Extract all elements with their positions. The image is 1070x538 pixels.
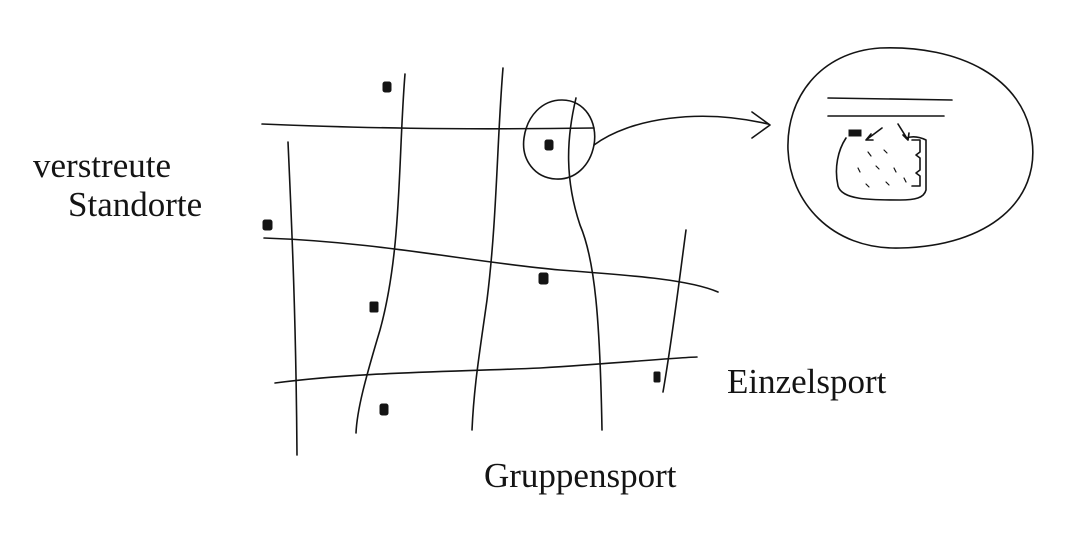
detail-road-line-1 bbox=[827, 97, 953, 101]
site-marker-1 bbox=[382, 81, 392, 93]
horizontal-path-1 bbox=[261, 123, 595, 130]
zoom-arrowhead bbox=[751, 111, 771, 139]
scattered-sites-label-line1: verstreute bbox=[33, 146, 171, 185]
zoom-arrow bbox=[593, 115, 769, 146]
detail-bubble bbox=[787, 47, 1034, 249]
detail-dashes bbox=[857, 149, 907, 188]
detail-arrow-right bbox=[897, 123, 910, 141]
scattered-sites-label-line2: Standorte bbox=[68, 185, 203, 225]
site-marker-7 bbox=[379, 403, 389, 416]
site-marker-3 bbox=[262, 219, 273, 231]
individual-sport-label: Einzelsport bbox=[727, 362, 887, 401]
group-sport-label: Gruppensport bbox=[484, 456, 677, 495]
detail-site-outline bbox=[835, 135, 927, 201]
vertical-path-5 bbox=[662, 229, 687, 393]
detail-arrow-left bbox=[865, 127, 883, 141]
vertical-path-3 bbox=[471, 67, 504, 431]
horizontal-path-3 bbox=[274, 356, 698, 384]
vertical-path-2 bbox=[355, 73, 406, 434]
site-marker-2 bbox=[544, 139, 554, 151]
vertical-path-4 bbox=[567, 97, 603, 431]
horizontal-path-2 bbox=[263, 237, 719, 293]
scattered-sites-label: verstreute Standorte bbox=[32, 146, 202, 224]
zoom-circle bbox=[522, 99, 596, 180]
detail-site-marker bbox=[848, 129, 862, 137]
vertical-path-1 bbox=[287, 141, 298, 456]
site-marker-4 bbox=[538, 272, 549, 285]
site-marker-5 bbox=[369, 301, 379, 313]
detail-building-bumps bbox=[911, 139, 921, 187]
site-marker-6 bbox=[653, 371, 661, 383]
